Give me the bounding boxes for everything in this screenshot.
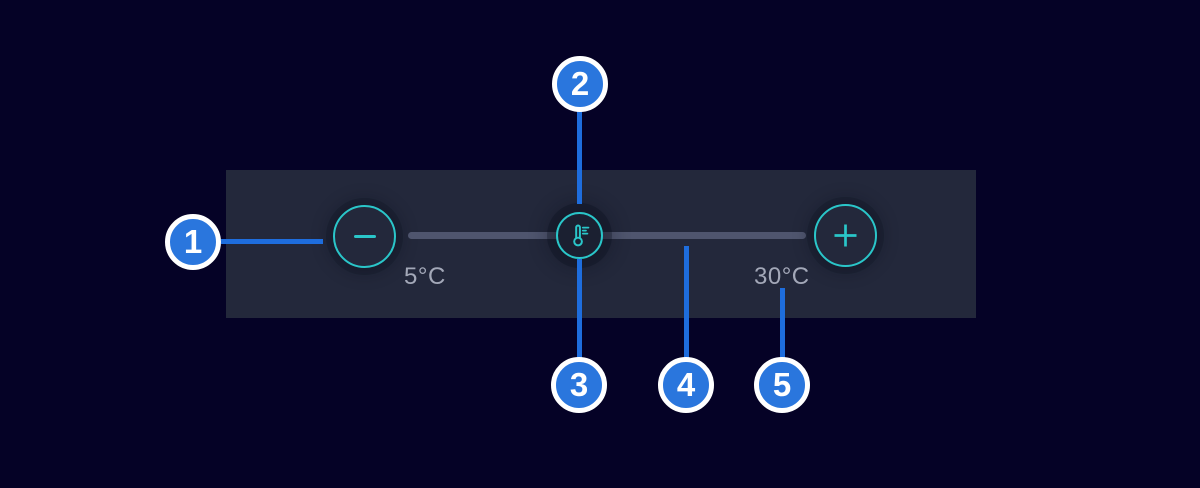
callout-number: 5 xyxy=(772,366,792,403)
increase-temperature-button[interactable] xyxy=(814,204,877,267)
callout-badge-3: 3 xyxy=(551,357,607,413)
callout-line-4 xyxy=(684,246,689,358)
minus-icon xyxy=(353,235,376,238)
callout-line-3 xyxy=(577,259,582,358)
callout-line-5 xyxy=(780,288,785,358)
callout-badge-2: 2 xyxy=(552,56,608,112)
slider-handle[interactable] xyxy=(556,212,603,259)
callout-line-1 xyxy=(221,239,323,244)
plus-icon xyxy=(834,224,857,247)
callout-badge-4: 4 xyxy=(658,357,714,413)
temperature-control-panel: 5°C 30°C xyxy=(226,170,976,318)
min-range-label: 5°C xyxy=(404,263,446,290)
callout-badge-5: 5 xyxy=(754,357,810,413)
slider-track[interactable] xyxy=(408,232,806,239)
callout-number: 2 xyxy=(570,65,590,102)
decrease-temperature-button[interactable] xyxy=(333,205,396,268)
callout-number: 4 xyxy=(676,366,696,403)
max-range-label: 30°C xyxy=(754,263,810,290)
thermometer-icon xyxy=(566,222,593,249)
callout-line-2 xyxy=(577,111,582,204)
callout-number: 1 xyxy=(183,223,203,260)
callout-number: 3 xyxy=(569,366,589,403)
callout-badge-1: 1 xyxy=(165,214,221,270)
